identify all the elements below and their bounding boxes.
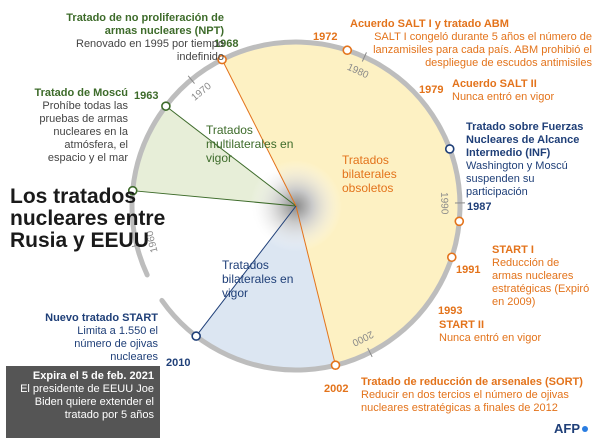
- region-bilateral-obsolete: Tratados bilaterales obsoletos: [342, 153, 397, 195]
- event-salt1-title: Acuerdo SALT I y tratado ABM: [350, 18, 509, 30]
- year-1972: 1972: [313, 31, 338, 43]
- tick-2000: [367, 347, 373, 358]
- marker-inf: [444, 144, 455, 154]
- marker-salt2: [342, 45, 353, 56]
- event-sort-title: Tratado de reducción de arsenales (SORT): [361, 376, 583, 388]
- divider-moscow: [132, 190, 297, 207]
- year-markers: [127, 45, 465, 370]
- year-1963: 1963: [134, 90, 159, 102]
- event-salt1-desc: SALT I congeló durante 5 años el número …: [373, 31, 592, 69]
- expiry-note: Expira el 5 de feb. 2021 El presidente d…: [6, 366, 160, 438]
- tick-1980: [361, 52, 367, 62]
- event-start1-desc: Reducción de armas nucleares estratégica…: [492, 257, 590, 308]
- marker-sort: [330, 360, 341, 370]
- marker-start1: [454, 216, 465, 227]
- event-npt-desc: Renovado en 1995 por tiempo indefinido: [76, 38, 224, 63]
- leader-lines: [132, 59, 336, 366]
- year-1968: 1968: [214, 38, 239, 50]
- divider-salt1: [221, 59, 297, 207]
- tick-label-1970: 1970: [190, 81, 214, 104]
- event-inf-title: Tratado sobre Fuerzas Nucleares de Alcan…: [466, 121, 584, 159]
- region-bilateral-active: Tratados bilaterales en vigor: [222, 258, 294, 300]
- afp-logo: AFP: [554, 421, 588, 436]
- event-inf: Tratado sobre Fuerzas Nucleares de Alcan…: [466, 121, 592, 199]
- timeline-ring: [129, 39, 463, 373]
- event-salt1: Acuerdo SALT I y tratado ABM SALT I cong…: [350, 18, 592, 70]
- event-npt-title: Tratado de no proliferación de armas nuc…: [66, 12, 224, 37]
- event-moscow: Tratado de Moscú Prohíbe todas las prueb…: [30, 87, 128, 165]
- event-inf-desc: Washington y Moscú suspenden su particip…: [466, 160, 568, 198]
- page-title: Los tratados nucleares entre Rusia y EEU…: [10, 185, 166, 252]
- year-2002: 2002: [324, 383, 349, 395]
- expiry-note-headline: Expira el 5 de feb. 2021: [32, 370, 154, 382]
- ring-arc: [129, 39, 463, 373]
- event-start1: START I Reducción de armas nucleares est…: [492, 244, 592, 309]
- marker-start2: [446, 252, 457, 263]
- marker-npt: [161, 101, 171, 111]
- year-2010: 2010: [166, 357, 191, 369]
- tick-label-1990: 1990: [438, 192, 449, 215]
- year-1993: 1993: [438, 305, 463, 317]
- event-salt2-title: Acuerdo SALT II: [452, 78, 537, 90]
- event-moscow-title: Tratado de Moscú: [34, 87, 128, 99]
- year-1979: 1979: [419, 84, 444, 96]
- event-moscow-desc: Prohíbe todas las pruebas de armas nucle…: [39, 100, 128, 164]
- divider-npt: [165, 105, 297, 207]
- tick-1970: [187, 75, 195, 84]
- event-newstart-desc: Limita a 1.550 el número de ojivas nucle…: [74, 325, 158, 363]
- event-newstart: Nuevo tratado START Limita a 1.550 el nú…: [38, 312, 158, 364]
- region-multilateral: Tratados multilaterales en vigor: [206, 123, 294, 165]
- expiry-note-body: El presidente de EEUU Joe Biden quiere e…: [20, 383, 154, 421]
- event-npt: Tratado de no proliferación de armas nuc…: [44, 12, 224, 64]
- event-start1-title: START I: [492, 244, 534, 256]
- event-salt2: Acuerdo SALT II Nunca entró en vigor: [452, 78, 572, 104]
- marker-newstart: [191, 331, 201, 341]
- event-start2-desc: Nunca entró en vigor: [439, 332, 542, 344]
- event-start2-title: START II: [439, 319, 485, 331]
- sector-multilateral: [132, 106, 296, 206]
- year-1987: 1987: [467, 201, 492, 213]
- afp-logo-dot: [582, 426, 588, 432]
- divider-newstart: [195, 205, 297, 337]
- event-newstart-title: Nuevo tratado START: [45, 312, 158, 324]
- divider-sort: [295, 205, 336, 366]
- year-1991: 1991: [456, 264, 481, 276]
- event-sort: Tratado de reducción de arsenales (SORT)…: [361, 376, 591, 415]
- event-salt2-desc: Nunca entró en vigor: [452, 91, 555, 103]
- event-sort-desc: Reducir en dos tercios el número de ojiv…: [361, 389, 569, 414]
- tick-1960: [131, 243, 142, 248]
- afp-logo-text: AFP: [554, 421, 580, 436]
- event-start2: START II Nunca entró en vigor: [439, 319, 569, 345]
- tick-label-1960: 1960: [144, 229, 160, 254]
- marker-salt1: [217, 54, 227, 65]
- marker-moscow: [127, 185, 138, 196]
